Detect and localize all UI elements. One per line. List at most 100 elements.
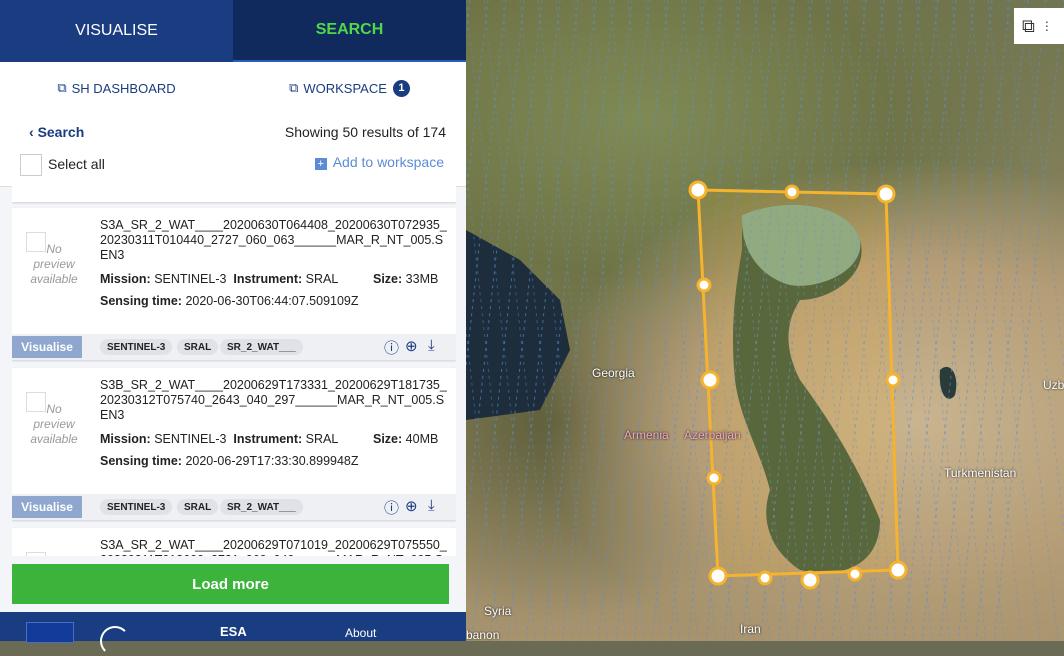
aoi-vertex-handle[interactable] bbox=[757, 570, 773, 586]
eu-flag-icon bbox=[26, 622, 74, 643]
satellite-track bbox=[993, 0, 1064, 641]
visualise-button[interactable]: Visualise bbox=[12, 336, 82, 358]
satellite-track bbox=[591, 0, 663, 641]
instrument-value: SRAL bbox=[305, 432, 339, 446]
tab-search[interactable]: SEARCH bbox=[233, 0, 466, 62]
aoi-vertex-handle[interactable] bbox=[784, 184, 800, 200]
aoi-vertex-handle[interactable] bbox=[885, 372, 901, 388]
satellite-track bbox=[705, 0, 777, 641]
tab-visualise[interactable]: VISUALISE bbox=[75, 22, 158, 39]
satellite-track bbox=[825, 0, 897, 641]
satellite-track bbox=[483, 0, 555, 641]
about-link[interactable]: About bbox=[345, 626, 377, 640]
satellite-tracks bbox=[399, 0, 1064, 641]
result-checkbox[interactable] bbox=[26, 552, 46, 556]
results-header: ‹ Search Showing 50 results of 174 Selec… bbox=[0, 114, 466, 187]
map-label-azerbaijan: Azerbaijan bbox=[684, 428, 741, 442]
result-card: No preview available S3A_SR_2_WAT____202… bbox=[12, 528, 456, 556]
info-icon[interactable]: ⓘ bbox=[384, 500, 400, 517]
chevron-left-icon: ‹ bbox=[29, 124, 38, 140]
satellite-track bbox=[867, 0, 939, 641]
download-icon[interactable]: ⤓ bbox=[428, 497, 435, 514]
esa-logo: ESA bbox=[220, 624, 247, 639]
panel-links: ⧉ SH DASHBOARD ⧉ WORKSPACE 1 bbox=[0, 62, 466, 114]
result-card-partial bbox=[12, 186, 456, 202]
satellite-track bbox=[957, 0, 1029, 641]
satellite-track bbox=[609, 0, 681, 641]
back-to-search-button[interactable]: ‹ Search bbox=[29, 124, 84, 140]
aoi-polygon[interactable] bbox=[696, 188, 900, 578]
panel-footer: ESA About bbox=[0, 612, 466, 656]
results-count: Showing 50 results of 174 bbox=[284, 124, 446, 140]
satellite-track bbox=[615, 0, 687, 641]
satellite-track bbox=[741, 0, 813, 641]
satellite-track bbox=[915, 0, 987, 641]
workspace-link[interactable]: ⧉ WORKSPACE 1 bbox=[233, 62, 466, 114]
satellite-track bbox=[555, 0, 627, 641]
download-icon[interactable]: ⤓ bbox=[428, 337, 435, 354]
aoi-vertex-handle[interactable] bbox=[706, 470, 722, 486]
aoi-vertex-handle[interactable] bbox=[688, 180, 708, 200]
side-panel: VISUALISE SEARCH ⧉ SH DASHBOARD ⧉ WORKSP… bbox=[0, 0, 466, 656]
mission-label: Mission: bbox=[100, 432, 151, 446]
satellite-track bbox=[501, 0, 573, 641]
satellite-track bbox=[435, 0, 507, 641]
crosshair-icon[interactable]: ⊕ bbox=[405, 338, 418, 355]
back-label: Search bbox=[37, 124, 85, 140]
caspian-shallow bbox=[741, 204, 861, 286]
satellite-track bbox=[897, 0, 969, 641]
result-filename: S3B_SR_2_WAT____20200629T173331_20200629… bbox=[100, 378, 447, 422]
satellite-track bbox=[573, 0, 645, 641]
aoi-vertex-handle[interactable] bbox=[847, 566, 863, 582]
load-more-button[interactable]: Load more bbox=[12, 564, 449, 604]
satellite-track bbox=[789, 0, 861, 641]
aoi-vertex-handle[interactable] bbox=[708, 566, 728, 586]
satellite-track bbox=[561, 0, 633, 641]
results-list[interactable]: No preview available S3A_SR_2_WAT____202… bbox=[12, 186, 456, 556]
sensing-value: 2020-06-29T17:33:30.899948Z bbox=[185, 454, 359, 468]
size-label: Size: bbox=[373, 432, 403, 446]
result-card-footer: Visualise SENTINEL-3 SRAL SR_2_WAT___ ⓘ … bbox=[12, 494, 456, 520]
satellite-track bbox=[831, 0, 903, 641]
satellite-track bbox=[699, 0, 771, 641]
satellite-track bbox=[465, 0, 537, 641]
satellite-track bbox=[651, 0, 723, 641]
satellite-track bbox=[723, 0, 795, 641]
satellite-track bbox=[507, 0, 579, 641]
aoi-vertex-handle[interactable] bbox=[800, 570, 820, 590]
aoi-vertex-handle[interactable] bbox=[876, 184, 896, 204]
map-label-armenia: Armenia bbox=[624, 428, 669, 442]
satellite-track bbox=[975, 0, 1047, 641]
select-all-label: Select all bbox=[48, 156, 105, 172]
info-icon[interactable]: ⓘ bbox=[384, 340, 400, 357]
result-filename: S3A_SR_2_WAT____20200630T064408_20200630… bbox=[100, 218, 447, 262]
tag-product: SR_2_WAT___ bbox=[220, 499, 303, 515]
result-checkbox[interactable] bbox=[26, 392, 46, 412]
visualise-button[interactable]: Visualise bbox=[12, 496, 82, 518]
copy-button[interactable]: ⧉ ⋮ bbox=[1014, 8, 1064, 44]
sh-dashboard-link[interactable]: ⧉ SH DASHBOARD bbox=[0, 62, 233, 114]
plus-icon: + bbox=[314, 158, 327, 170]
aoi-vertex-handle[interactable] bbox=[700, 370, 720, 390]
tag-mission: SENTINEL-3 bbox=[100, 339, 173, 355]
result-sensing-row: Sensing time: 2020-06-29T17:33:30.899948… bbox=[100, 454, 359, 468]
satellite-track bbox=[735, 0, 807, 641]
aoi-vertex-handle[interactable] bbox=[696, 277, 712, 293]
mission-value: SENTINEL-3 bbox=[154, 272, 227, 286]
satellite-track bbox=[525, 0, 597, 641]
satellite-track bbox=[489, 0, 561, 641]
satellite-track bbox=[777, 0, 849, 641]
add-to-workspace-button[interactable]: +Add to workspace bbox=[314, 154, 444, 170]
crosshair-icon[interactable]: ⊕ bbox=[405, 498, 418, 515]
satellite-track bbox=[843, 0, 915, 641]
area-of-interest[interactable] bbox=[688, 180, 908, 590]
satellite-track bbox=[579, 0, 651, 641]
workspace-count-badge: 1 bbox=[392, 79, 410, 97]
satellite-track bbox=[537, 0, 609, 641]
select-all-checkbox[interactable] bbox=[20, 154, 42, 176]
aoi-vertex-handle[interactable] bbox=[888, 560, 908, 580]
instrument-label: Instrument: bbox=[233, 432, 303, 446]
result-checkbox[interactable] bbox=[26, 232, 46, 252]
satellite-track bbox=[903, 0, 975, 641]
result-meta-row: Mission: SENTINEL-3 Instrument: SRAL Siz… bbox=[100, 432, 438, 446]
